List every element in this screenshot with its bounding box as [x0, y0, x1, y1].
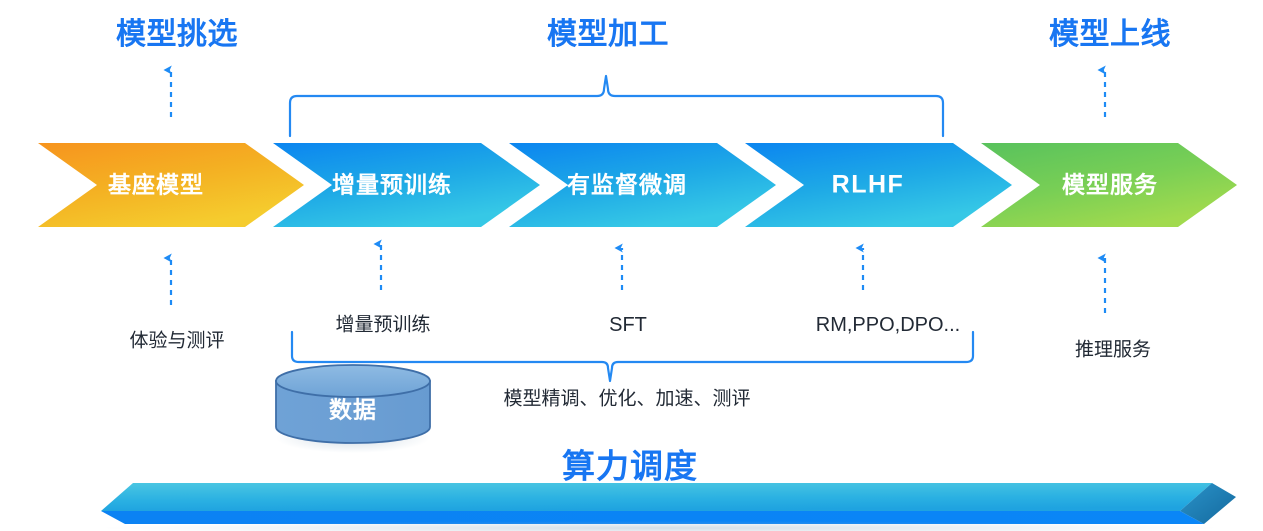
- sub-label-sft: SFT: [609, 314, 647, 336]
- sub-label-rm-ppo-dpo: RM,PPO,DPO...: [815, 314, 961, 336]
- stage-label-supervised-finetune[interactable]: 有监督微调: [567, 171, 687, 198]
- sub-label-evaluation: 体验与测评: [129, 330, 225, 352]
- compute-platform-title: 算力调度: [562, 447, 698, 485]
- chevron-incremental-pretrain: [273, 143, 540, 227]
- platform-shadow: [100, 521, 1220, 531]
- stage-label-model-service[interactable]: 模型服务: [1062, 171, 1158, 198]
- chevron-supervised-finetune: [509, 143, 776, 227]
- chevron-model-service: [981, 143, 1237, 227]
- data-cylinder-shape: [275, 364, 431, 453]
- section-title-model-launch: 模型上线: [1049, 18, 1171, 51]
- data-cylinder-label: 数据: [329, 396, 377, 423]
- processing-caption: 模型精调、优化、加速、测评: [503, 388, 751, 410]
- brace-processing-caption: [290, 330, 975, 383]
- section-title-model-selection: 模型挑选: [116, 18, 238, 51]
- stage-label-incremental-pretrain[interactable]: 增量预训练: [332, 171, 452, 198]
- sub-label-incremental-pretrain: 增量预训练: [335, 314, 431, 336]
- sub-label-inference-service: 推理服务: [1074, 339, 1152, 361]
- stage-label-rlhf[interactable]: RLHF: [831, 170, 905, 199]
- dashed-arrows-top: [163, 65, 1107, 117]
- dashed-arrows-bottom: [163, 239, 1107, 313]
- brace-model-processing: [288, 74, 945, 138]
- section-title-model-processing: 模型加工: [547, 18, 669, 51]
- compute-platform-shape: [100, 483, 1236, 531]
- stage-label-base-model[interactable]: 基座模型: [108, 171, 204, 198]
- chevron-rlhf: [745, 143, 1012, 227]
- chevron-base-model: [38, 143, 304, 227]
